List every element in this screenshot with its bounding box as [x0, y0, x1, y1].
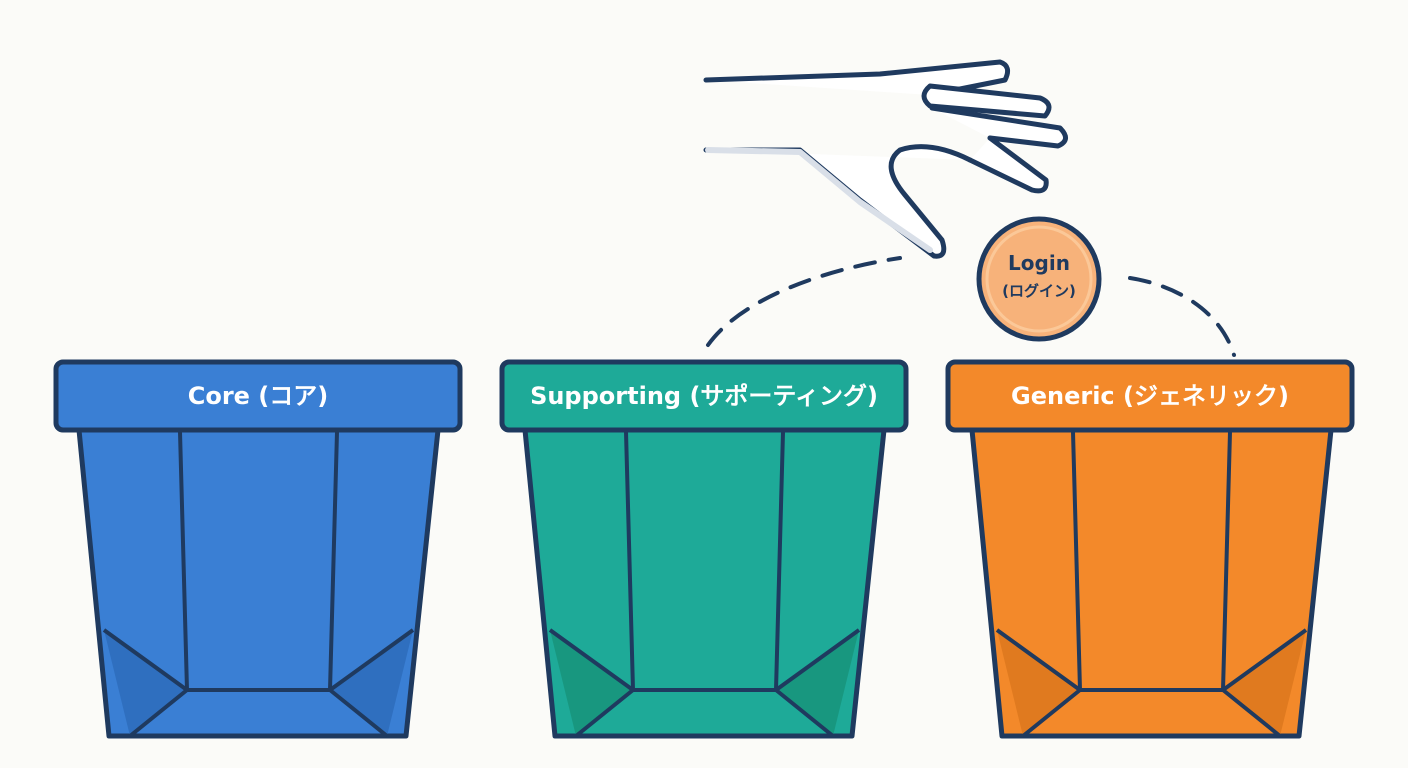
coin-sublabel: (ログイン)	[1002, 282, 1076, 300]
bin-generic-rim	[945, 359, 1355, 433]
bin-generic-label: Generic (ジェネリック)	[1011, 382, 1289, 410]
coin-label: Login	[1008, 251, 1070, 275]
trajectory-arc-right	[1128, 276, 1236, 357]
bin-supporting[interactable]: Supporting (サポーティング)	[499, 359, 909, 739]
coin-highlight	[985, 225, 1093, 333]
trajectory-arc-left	[706, 256, 902, 347]
hand-dropping-icon	[703, 59, 1068, 259]
bin-core[interactable]: Core (コア)	[53, 359, 463, 739]
coin-body	[976, 216, 1102, 342]
bin-supporting-label: Supporting (サポーティング)	[530, 382, 878, 410]
bin-core-rim	[53, 359, 463, 433]
bin-supporting-rim	[499, 359, 909, 433]
bin-generic[interactable]: Generic (ジェネリック)	[945, 359, 1355, 739]
login-coin[interactable]: Login (ログイン)	[976, 216, 1102, 342]
bin-core-label: Core (コア)	[188, 382, 329, 410]
